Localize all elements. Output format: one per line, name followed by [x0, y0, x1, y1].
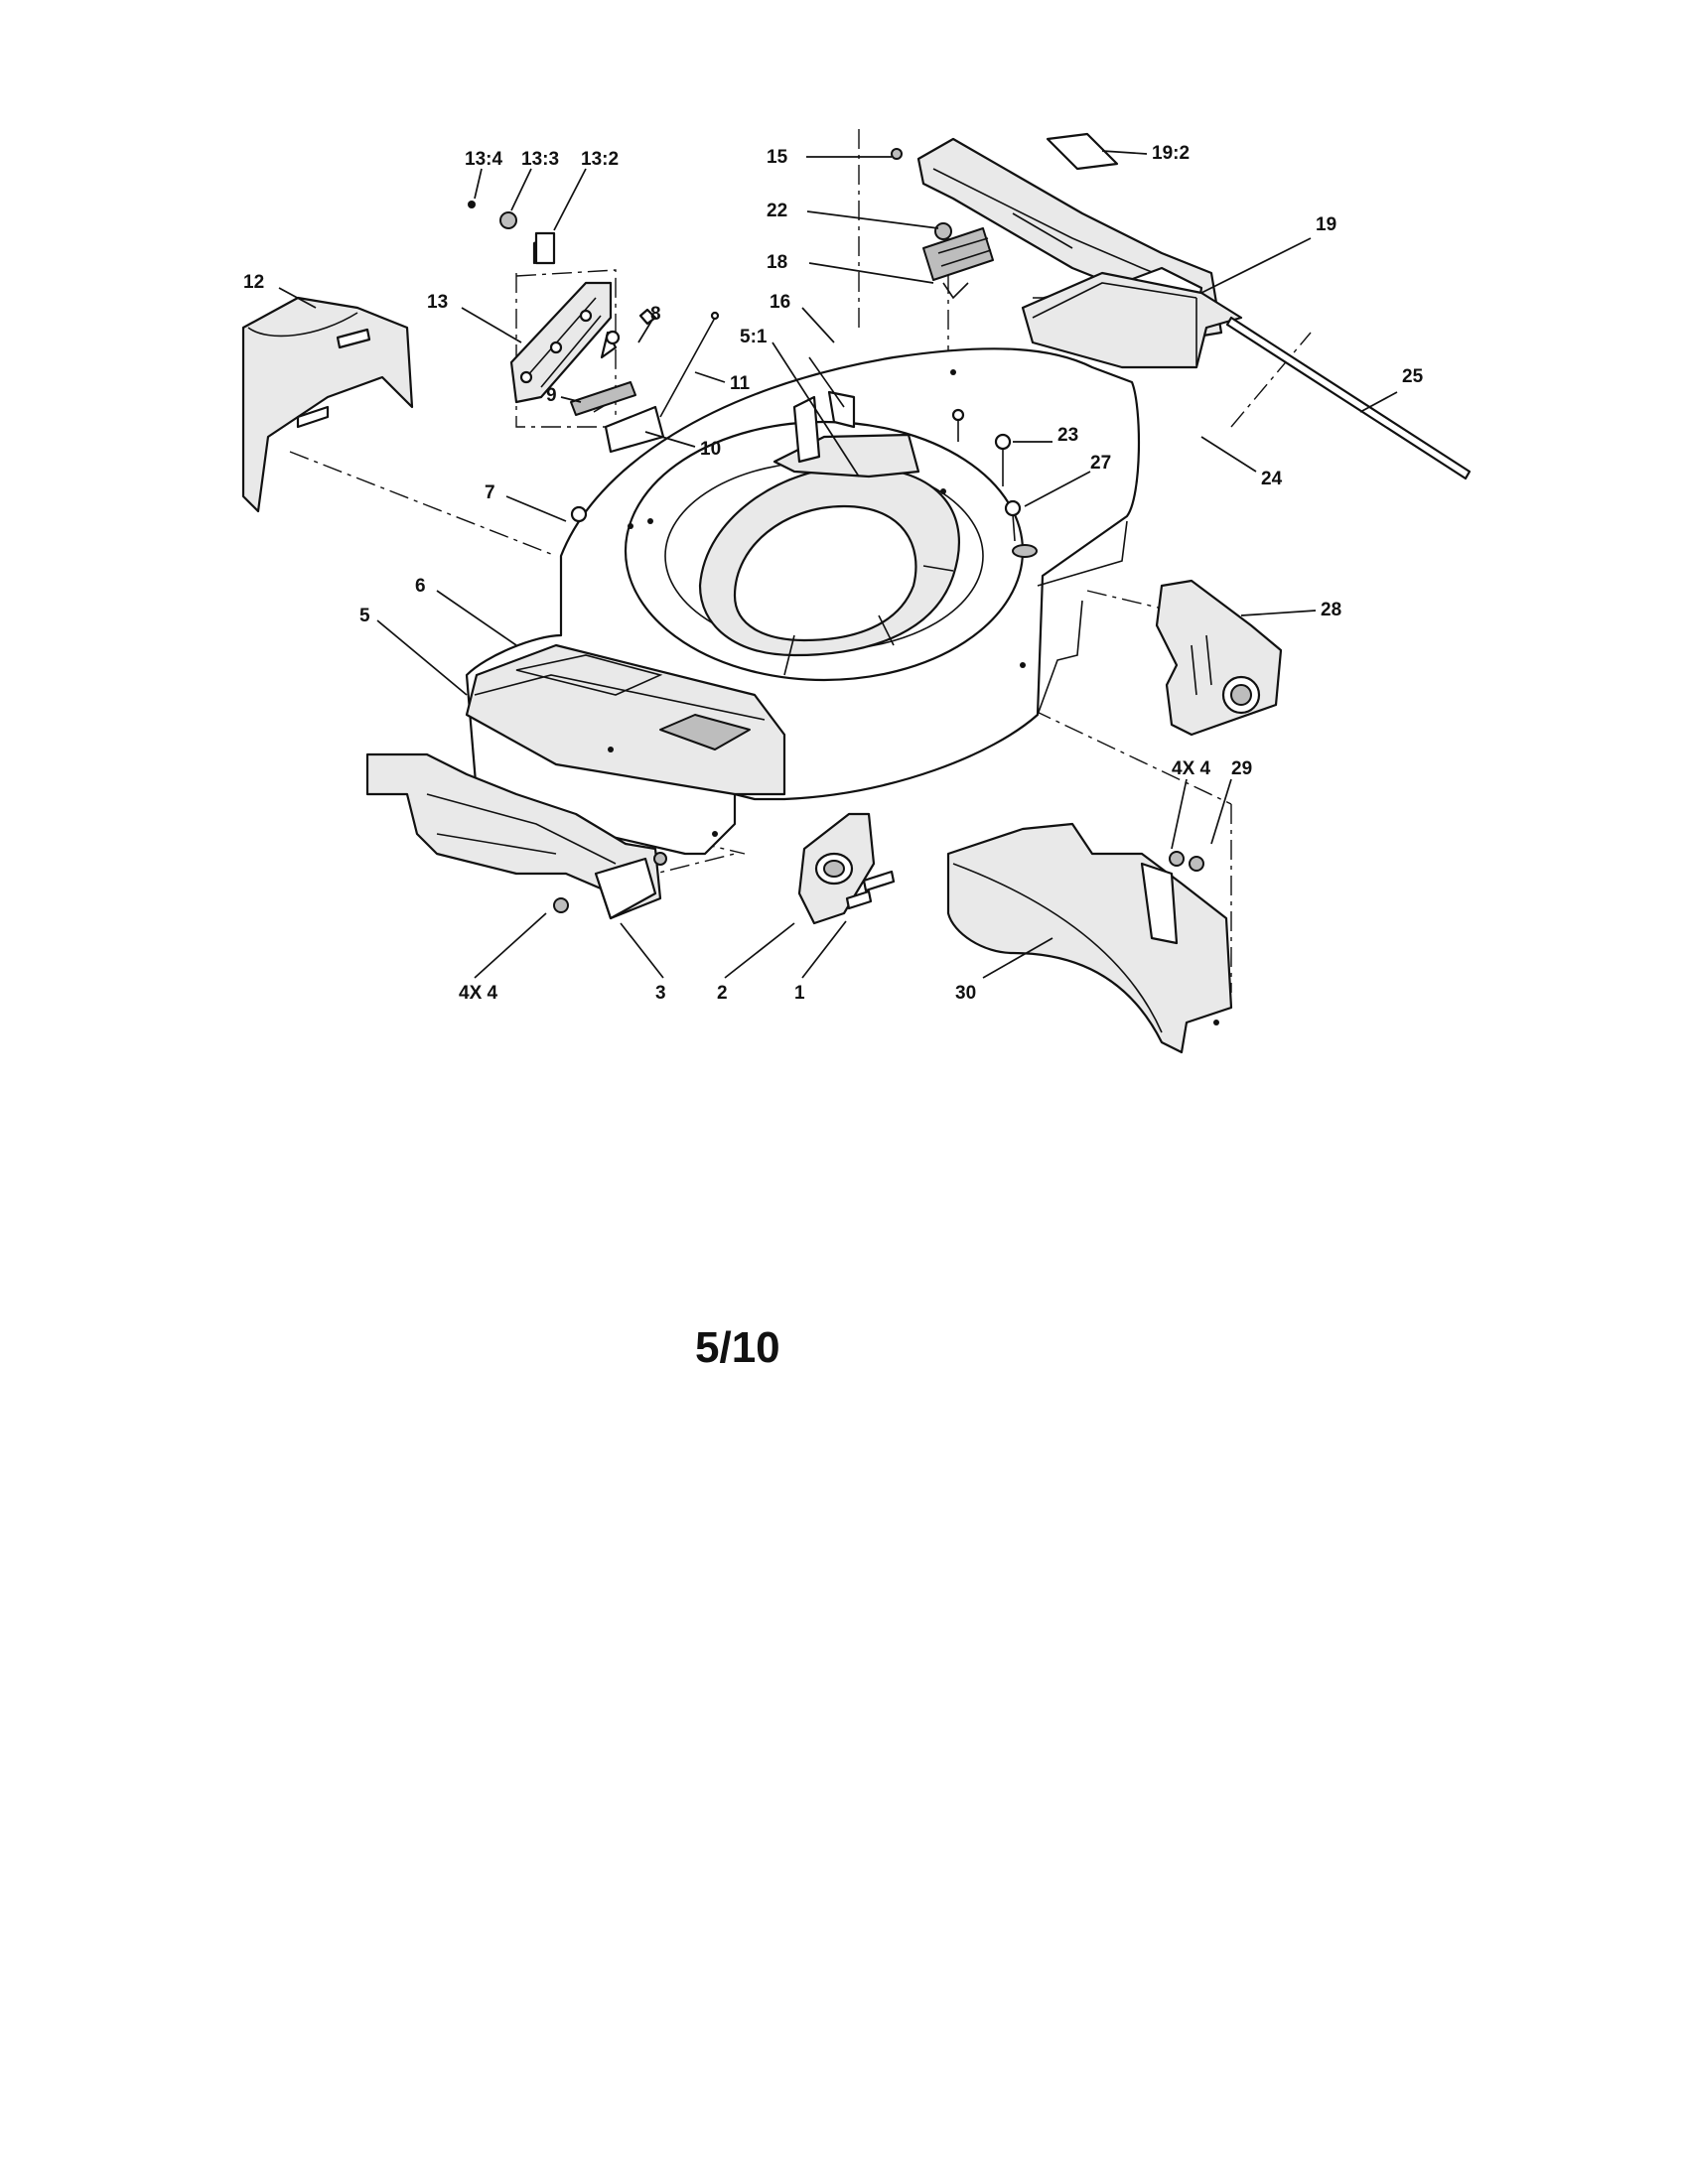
rear-flap-5-1	[772, 356, 920, 478]
callout-9: 9	[546, 385, 557, 406]
callout-12: 12	[243, 272, 264, 293]
callout-2: 2	[717, 983, 728, 1004]
callout-labels: 13:4 13:3 13:2 15 19:2 22 19 18 12 13 8 …	[243, 143, 1424, 1004]
wheel-plate-28	[1155, 579, 1283, 737]
callout-7: 7	[485, 482, 495, 503]
side-shield-12	[241, 296, 414, 513]
leader-lines	[278, 150, 1398, 979]
callout-4x4-left: 4X 4	[459, 983, 498, 1004]
page-number: 5/10	[695, 1323, 780, 1372]
callout-1: 1	[794, 983, 805, 1004]
callout-19: 19	[1316, 214, 1336, 235]
callout-13-3: 13:3	[521, 149, 559, 170]
height-lever-13	[468, 201, 613, 404]
callout-29: 29	[1231, 758, 1252, 779]
front-baffle-3	[365, 752, 667, 920]
callout-4x4-right: 4X 4	[1172, 758, 1211, 779]
callout-27: 27	[1090, 453, 1111, 474]
callout-10: 10	[700, 439, 721, 460]
callout-8: 8	[650, 304, 661, 325]
callout-25: 25	[1402, 366, 1424, 387]
callout-15: 15	[767, 147, 788, 168]
callout-13-2: 13:2	[581, 149, 619, 170]
callout-28: 28	[1321, 600, 1341, 620]
callout-30: 30	[955, 983, 976, 1004]
spring-18	[922, 222, 994, 300]
callout-6: 6	[415, 576, 426, 597]
callout-22: 22	[767, 201, 787, 221]
callout-24: 24	[1261, 469, 1283, 489]
callout-13: 13	[427, 292, 448, 313]
spring-assembly	[570, 308, 720, 454]
callout-5: 5	[359, 606, 370, 626]
callout-18: 18	[767, 252, 787, 273]
axle-rod-25	[1225, 316, 1472, 480]
bearing-plate-2	[797, 812, 896, 925]
callout-3: 3	[655, 983, 666, 1004]
callout-19-2: 19:2	[1152, 143, 1190, 164]
label-19-2	[1046, 132, 1119, 171]
side-shield-30	[946, 822, 1233, 1054]
callout-11: 11	[730, 373, 751, 394]
callout-5-1: 5:1	[740, 327, 768, 347]
mower-deck	[465, 347, 1141, 856]
bolts	[570, 408, 1038, 558]
callout-13-4: 13:4	[465, 149, 502, 170]
callout-16: 16	[770, 292, 790, 313]
callout-23: 23	[1057, 425, 1078, 446]
rear-guard-24	[1021, 271, 1243, 369]
